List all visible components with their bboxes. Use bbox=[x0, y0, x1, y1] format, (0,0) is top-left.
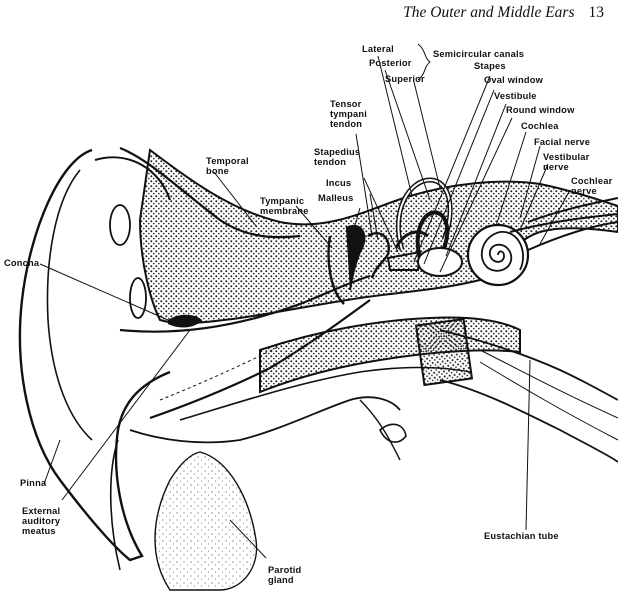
label-tympanic-line2: membrane bbox=[260, 206, 309, 216]
eustachian-tube-mid1 bbox=[480, 350, 618, 418]
leader-posterior bbox=[385, 70, 430, 200]
label-lateral: Lateral bbox=[362, 44, 394, 54]
leader-eustachian bbox=[526, 360, 530, 530]
antihelix-ring-1 bbox=[110, 205, 130, 245]
label-cochlear-nerve-line1: Cochlear bbox=[571, 176, 612, 186]
label-cochlea: Cochlea bbox=[521, 121, 559, 131]
label-oval-window: Oval window bbox=[484, 75, 543, 85]
label-temporal-line2: bone bbox=[206, 166, 229, 176]
label-concha: Concha bbox=[4, 258, 39, 268]
label-eustachian-tube: Eustachian tube bbox=[484, 531, 559, 541]
petrous-block bbox=[416, 319, 472, 385]
jaw-contour bbox=[130, 397, 400, 442]
label-parotid-line1: Parotid bbox=[268, 565, 301, 575]
label-vestibular-nerve-line1: Vestibular bbox=[543, 152, 589, 162]
label-tensor-line1: Tensor bbox=[330, 99, 362, 109]
label-incus: Incus bbox=[326, 178, 351, 188]
label-malleus: Malleus bbox=[318, 193, 354, 203]
label-meatus-line2: auditory bbox=[22, 516, 60, 526]
label-parotid-line2: gland bbox=[268, 575, 294, 585]
label-meatus-line3: meatus bbox=[22, 526, 56, 536]
label-vestibular-nerve-line2: nerve bbox=[543, 162, 569, 172]
leader-external-meatus bbox=[62, 330, 190, 500]
label-facial-nerve: Facial nerve bbox=[534, 137, 590, 147]
parotid-gland-shape bbox=[155, 452, 257, 590]
label-cochlear-nerve-line2: nerve bbox=[571, 186, 597, 196]
label-temporal-line1: Temporal bbox=[206, 156, 249, 166]
label-stapes: Stapes bbox=[474, 61, 506, 71]
label-vestibule: Vestibule bbox=[494, 91, 537, 101]
label-meatus-line1: External bbox=[22, 506, 60, 516]
pinna-inner-rim bbox=[47, 170, 92, 440]
label-posterior: Posterior bbox=[369, 58, 412, 68]
label-pinna: Pinna bbox=[20, 478, 46, 488]
label-tensor-line3: tendon bbox=[330, 119, 362, 129]
label-stapedius-line1: Stapedius bbox=[314, 147, 360, 157]
bone-fragment bbox=[380, 424, 406, 442]
label-round-window: Round window bbox=[506, 105, 575, 115]
label-tensor-line2: tympani bbox=[330, 109, 367, 119]
leader-superior bbox=[414, 82, 440, 188]
label-stapedius-line2: tendon bbox=[314, 157, 346, 167]
label-superior: Superior bbox=[385, 74, 425, 84]
label-tympanic-line1: Tympanic bbox=[260, 196, 304, 206]
label-semicircular-canals: Semicircular canals bbox=[433, 49, 524, 59]
antihelix-ring-2 bbox=[130, 278, 146, 318]
lower-bone-band bbox=[260, 318, 520, 393]
